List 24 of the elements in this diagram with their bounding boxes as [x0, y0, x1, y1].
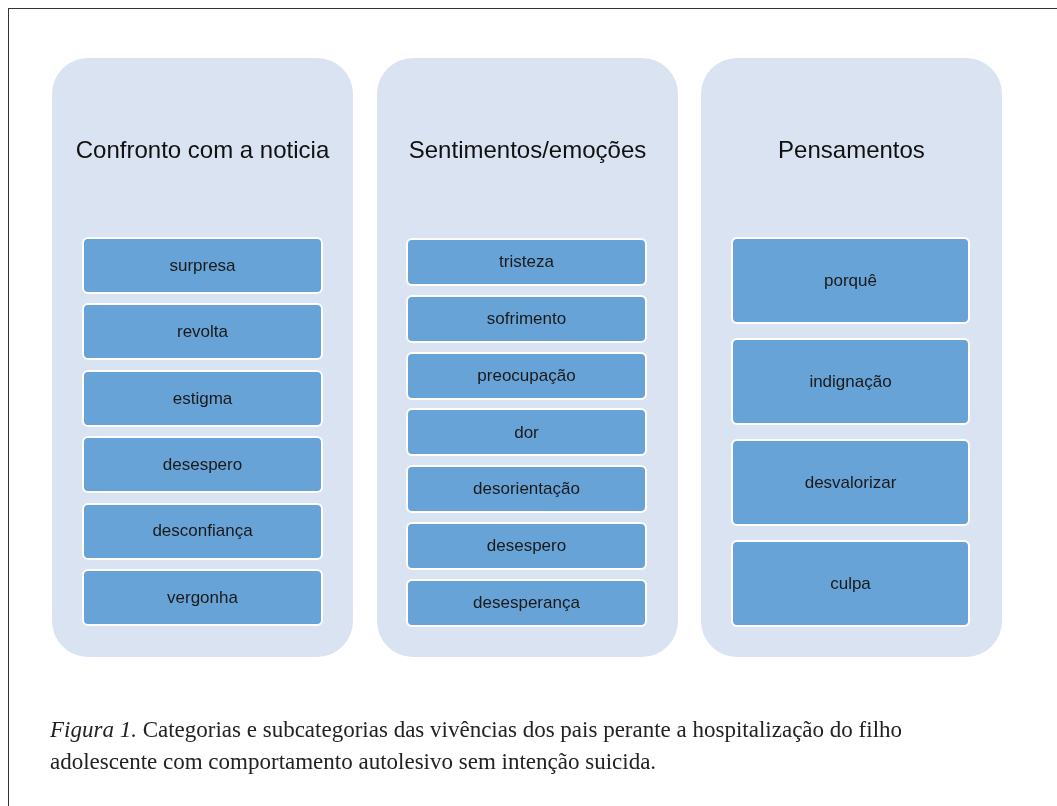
- category-title: Pensamentos: [777, 135, 926, 165]
- subcategory-box: desesperança: [406, 578, 647, 627]
- subcategory-box: tristeza: [406, 238, 647, 286]
- subcategory-box: porquê: [731, 237, 970, 324]
- category-title: Sentimentos/emoções: [407, 135, 648, 165]
- subcategory-box: desconfiança: [82, 502, 323, 560]
- subcategory-box: estigma: [82, 369, 323, 427]
- subcategory-box: desespero: [406, 522, 647, 570]
- subcategory-box: indignação: [731, 338, 970, 425]
- category-title: Confronto com a noticia: [74, 135, 331, 165]
- subcategory-box: surpresa: [82, 237, 323, 294]
- subcategory-box: desespero: [82, 436, 323, 494]
- subcategory-box: dor: [406, 408, 647, 457]
- figure-caption: Figura 1. Categorias e subcategorias das vivências dos pais perante a hospitalização do filho adolescente com comportamento autolesivo sem intenção suicida.: [50, 716, 904, 776]
- subcategory-box: desorientação: [406, 465, 647, 514]
- category-panel: [701, 58, 1002, 657]
- subcategory-box: revolta: [82, 303, 323, 361]
- subcategory-box: preocupação: [406, 351, 647, 400]
- category-panel: [52, 58, 353, 657]
- subcategory-box: desvalorizar: [731, 439, 970, 526]
- category-panel: [377, 58, 678, 657]
- subcategory-box: vergonha: [82, 569, 323, 626]
- subcategory-box: culpa: [731, 540, 970, 627]
- subcategory-box: sofrimento: [406, 294, 647, 343]
